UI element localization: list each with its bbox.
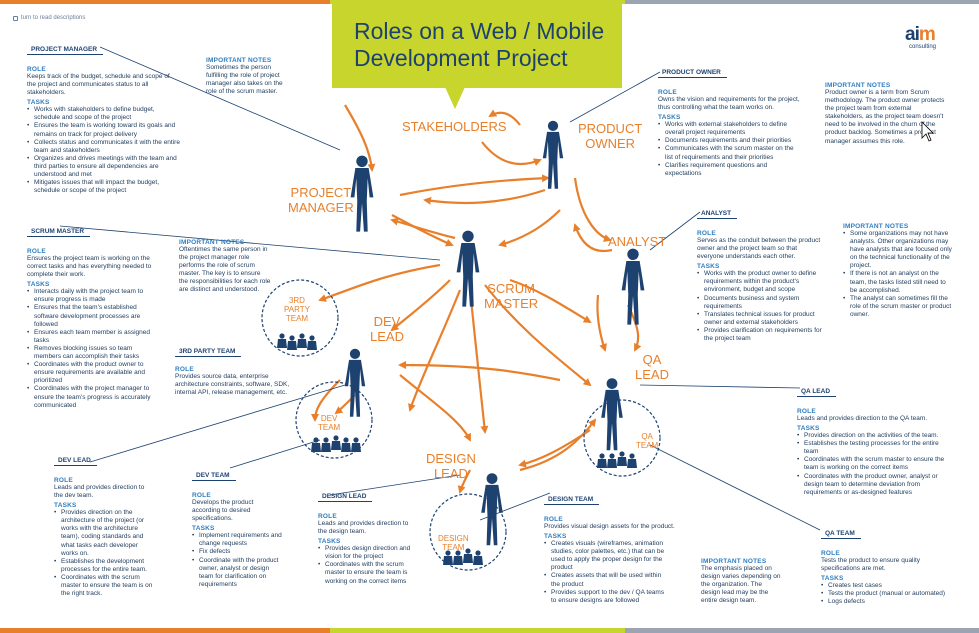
design-team-panel: DESIGN TEAM ROLE Provides visual design … xyxy=(544,488,694,605)
relationship-arrows xyxy=(311,104,642,494)
analyst-figure xyxy=(621,248,645,325)
dev-lead-panel: DEV LEAD ROLE Leads and provides directi… xyxy=(54,449,164,598)
analyst-panel: ANALYST ROLE Serves as the conduit betwe… xyxy=(697,202,827,343)
scrum-master-panel: SCRUM MASTER ROLE Ensures the project te… xyxy=(27,220,187,410)
design-lead-panel: DESIGN LEAD ROLE Leads and provides dire… xyxy=(318,485,423,586)
design-lead-tasks: Provides design direction and vision for… xyxy=(318,545,418,585)
dev-lead-tasks: Provides direction on the architecture o… xyxy=(54,509,154,598)
qa-team-panel: QA TEAM ROLE Tests the product to ensure… xyxy=(821,522,961,607)
product-owner-panel: PRODUCT OWNER ROLE Owns the vision and r… xyxy=(658,61,808,178)
qa-team-tasks: Creates test cases Tests the product (ma… xyxy=(821,582,961,606)
design-team-tasks: Creates visuals (wireframes, animation s… xyxy=(544,540,669,605)
project-manager-panel: PROJECT MANAGER ROLE Keeps track of the … xyxy=(27,38,207,195)
scrum-master-tasks: Interacts daily with the project team to… xyxy=(27,288,159,409)
scrum-master-notes: IMPORTANT NOTES Oftentimes the same pers… xyxy=(179,239,271,294)
qa-lead-tasks: Provides direction on the activities of … xyxy=(797,432,952,497)
connector-lines xyxy=(59,46,821,531)
analyst-notes: IMPORTANT NOTES Some organizations may n… xyxy=(843,223,953,319)
dev-team-panel: DEV TEAM ROLE Develops the product accor… xyxy=(192,464,297,589)
scrum-master-figure xyxy=(456,230,480,307)
product-owner-notes: IMPORTANT NOTES Product owner is a term … xyxy=(825,82,945,145)
project-manager-tasks: Works with stakeholders to define budget… xyxy=(27,106,182,195)
analyst-tasks: Works with the product owner to define r… xyxy=(697,270,822,343)
bottom-color-bar xyxy=(0,628,979,633)
page-icon xyxy=(13,15,18,21)
project-manager-figure xyxy=(350,155,374,232)
turn-hint: turn to read descriptions xyxy=(13,15,85,21)
dev-team-tasks: Implement requirements and change reques… xyxy=(192,532,282,589)
dev-lead-figure xyxy=(344,348,366,417)
aim-logo: aim consulting xyxy=(905,24,937,50)
third-party-panel: 3RD PARTY TEAM ROLE Provides source data… xyxy=(175,348,290,397)
design-lead-figure xyxy=(481,473,503,546)
design-team-notes: IMPORTANT NOTES The emphasis placed on d… xyxy=(701,558,781,605)
product-owner-tasks: Works with external stakeholders to defi… xyxy=(658,121,803,178)
qa-lead-figure xyxy=(601,378,623,451)
team-circles xyxy=(261,279,661,571)
qa-lead-panel: QA LEAD ROLE Leads and provides directio… xyxy=(797,380,957,497)
title-callout-tail xyxy=(445,87,465,109)
stakeholders-label: STAKEHOLDERS xyxy=(402,119,507,134)
project-manager-notes: IMPORTANT NOTES Sometimes the person ful… xyxy=(206,57,283,96)
analyst-label: ANALYST xyxy=(608,234,667,249)
